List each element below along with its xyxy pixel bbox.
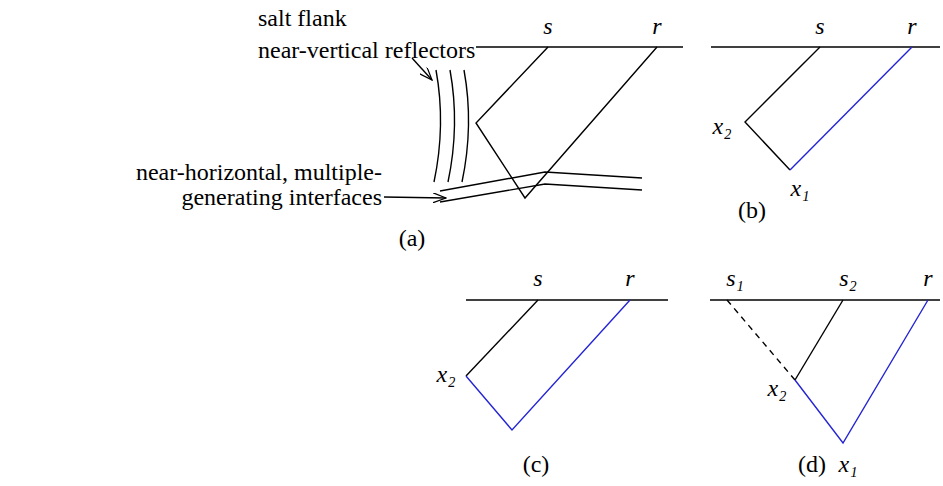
- point-label: s₂: [839, 266, 857, 291]
- panel-label: (c): [523, 452, 550, 477]
- panel-label: (d): [798, 452, 826, 477]
- panel-label: (b): [738, 198, 766, 223]
- point-label: x₁: [839, 452, 858, 477]
- point-label: r: [625, 266, 634, 291]
- point-label: x₂: [437, 362, 456, 387]
- point-label: s: [533, 266, 542, 291]
- point-label: x₂: [768, 376, 787, 401]
- point-label: x₁: [791, 176, 810, 201]
- point-label: r: [652, 14, 661, 39]
- point-label: s: [543, 14, 552, 39]
- point-label: s₁: [726, 266, 744, 291]
- point-label: r: [907, 14, 916, 39]
- point-label: r: [923, 266, 932, 291]
- annotation: salt flank: [258, 6, 347, 31]
- point-label: x₂: [713, 114, 732, 139]
- annotation: near-horizontal, multiple-generating int…: [69, 160, 382, 210]
- point-label: s: [815, 14, 824, 39]
- panel-label: (a): [399, 226, 426, 251]
- annotation: near-vertical reflectors: [258, 38, 475, 63]
